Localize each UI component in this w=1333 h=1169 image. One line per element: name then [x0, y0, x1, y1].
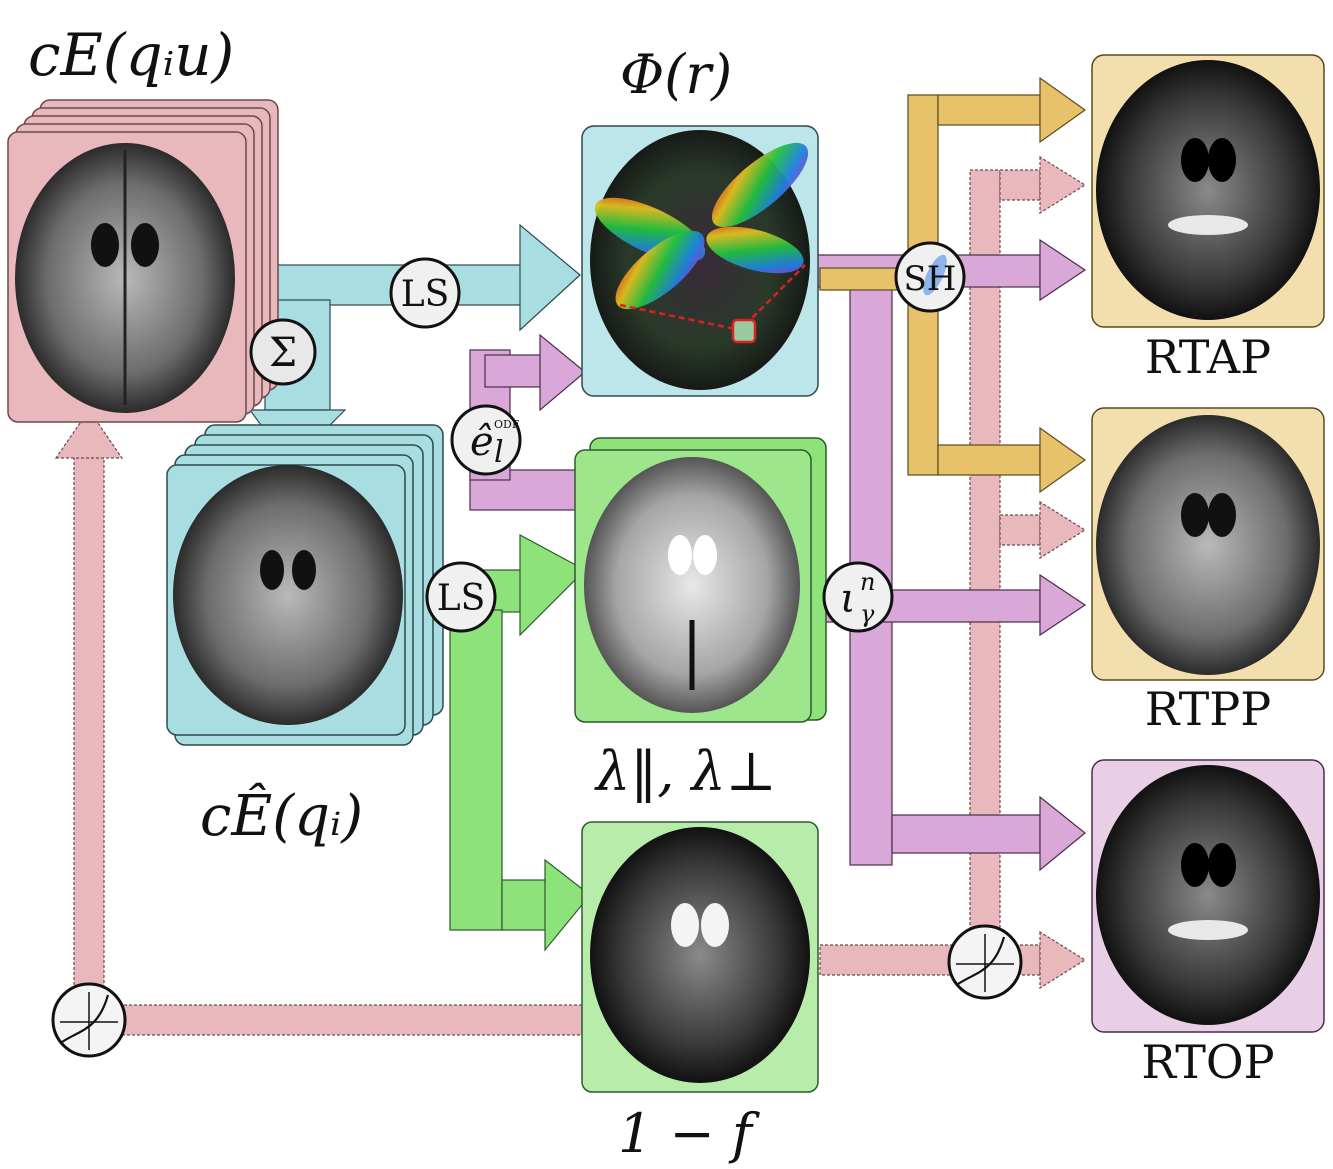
mean-signal-label: cÊ(qᵢ) — [200, 782, 363, 849]
iota-sub: γ — [860, 600, 875, 628]
ls-node-upper: LS — [389, 257, 461, 329]
curve-icon-left — [61, 994, 110, 1043]
mean-signal-stack — [166, 424, 444, 746]
fraction-label: 1 − f — [618, 1102, 760, 1165]
sh-node: SH — [894, 241, 966, 313]
brain-image-mean — [173, 465, 403, 725]
signal-label: cE(qᵢu) — [28, 21, 234, 89]
rtop-label: RTOP — [1141, 1035, 1274, 1089]
brain-image-rtop — [1096, 765, 1320, 1025]
brain-image-rtap — [1096, 60, 1320, 320]
ls-node-lower-label: LS — [437, 578, 486, 619]
brain-image-fraction — [590, 827, 810, 1083]
signal-stack — [7, 99, 279, 423]
odf-coef-sub: l — [494, 435, 504, 470]
sum-node-label: Σ — [269, 330, 297, 376]
odf-coef-sup: ODF — [494, 418, 520, 431]
diffusivity-panel — [574, 437, 827, 723]
volume-fraction-panel — [581, 821, 819, 1093]
ls-node-lower: LS — [425, 561, 497, 633]
sum-node: Σ — [249, 318, 317, 386]
rtop-panel — [1091, 759, 1325, 1033]
pink-feedback-arrow — [54, 408, 583, 1036]
rtpp-panel — [1091, 407, 1325, 681]
sh-icon — [923, 254, 947, 296]
rtap-panel — [1091, 54, 1325, 328]
diffusivities-label: λ‖, λ⊥ — [594, 740, 777, 803]
sh-node-label: SH — [904, 259, 957, 299]
odf-coef-symbol: ê — [470, 419, 494, 465]
brain-image-diffusivity — [584, 457, 800, 713]
iota-node: ι n γ — [822, 561, 894, 633]
ls-node-upper-label: LS — [401, 274, 450, 315]
function-node-left — [51, 982, 127, 1058]
curve-icon-right — [957, 936, 1006, 985]
odf-coef-node: ê l ODF — [450, 404, 522, 476]
odf-panel — [581, 125, 819, 397]
rtpp-label: RTPP — [1145, 682, 1271, 736]
iota-sup: n — [860, 568, 875, 596]
rtap-label: RTAP — [1145, 330, 1271, 384]
brain-image-rtpp — [1096, 415, 1320, 675]
odf-field-label: Φ(r) — [620, 43, 732, 106]
function-node-right — [947, 924, 1023, 1000]
iota-symbol: ι — [840, 576, 856, 622]
